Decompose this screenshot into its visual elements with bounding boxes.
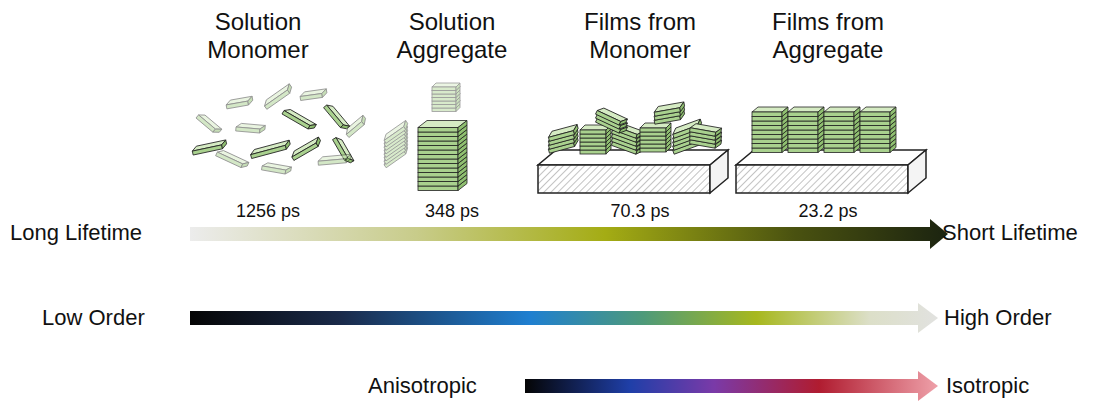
sample-heading: Solution Monomer: [188, 8, 328, 63]
sample-heading: Films from Aggregate: [733, 8, 923, 63]
axis-label: Long Lifetime: [10, 220, 142, 245]
axis-label: High Order: [944, 305, 1052, 330]
sample-heading: Solution Aggregate: [382, 8, 522, 63]
lifetime-arrow: [190, 219, 948, 249]
axis-label: Isotropic: [946, 373, 1029, 398]
lifetime-value: 348 ps: [425, 201, 479, 222]
axis-label: Short Lifetime: [942, 220, 1078, 245]
axis-label: Anisotropic: [368, 373, 477, 398]
sample-heading: Films from Monomer: [545, 8, 735, 63]
molecule-tiles: [191, 83, 896, 191]
lifetime-value: 70.3 ps: [610, 201, 669, 222]
lifetime-value: 1256 ps: [236, 201, 300, 222]
order-arrow: [190, 303, 938, 333]
isotropy-arrow: [525, 371, 938, 401]
axis-label: Low Order: [42, 305, 145, 330]
lifetime-value: 23.2 ps: [798, 201, 857, 222]
substrate: [538, 150, 926, 193]
